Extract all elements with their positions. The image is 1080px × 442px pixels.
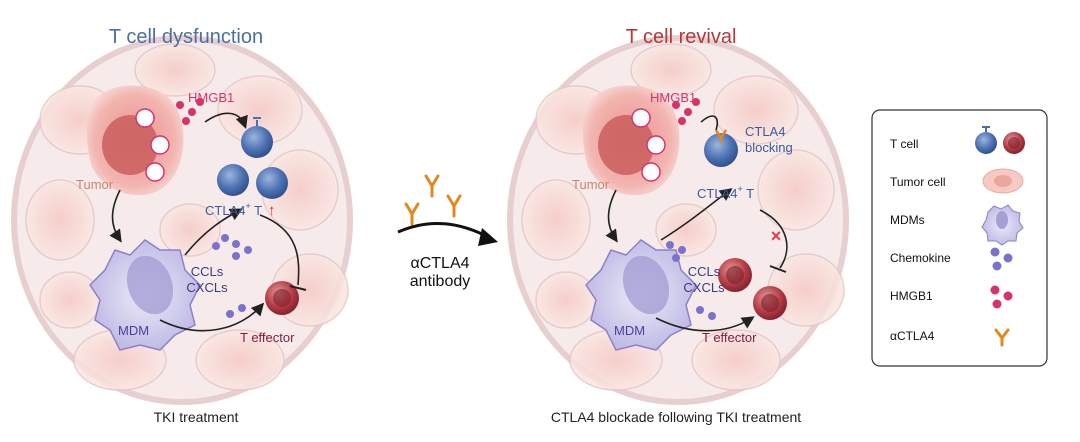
- legend-hmgb1-icon: [990, 285, 1013, 309]
- legend: T cell Tumor cell MDMs Chemokine HMGB1: [871, 109, 1048, 367]
- left-tumor-label: Tumor: [76, 177, 114, 192]
- legend-label-hmgb1: HMGB1: [890, 289, 933, 303]
- right-hmgb1-label: HMGB1: [650, 90, 696, 105]
- left-chemokines: [212, 234, 252, 318]
- right-t-effector-cells: [718, 258, 787, 320]
- left-ctla4-label: CTLA4+ T: [205, 201, 262, 218]
- right-tumor-label: Tumor: [572, 177, 610, 192]
- legend-t-cell-icon: [975, 126, 1025, 154]
- middle-label-line1: αCTLA4: [410, 255, 469, 272]
- legend-label-chemokine: Chemokine: [890, 251, 951, 265]
- right-ccls-label: CCLs: [688, 264, 721, 279]
- right-hmgb1-vesicles: [631, 98, 700, 182]
- middle-antibody-group: αCTLA4 antibody: [397, 174, 498, 290]
- middle-label-line2: antibody: [410, 273, 471, 290]
- legend-tumor-cell-icon: [982, 168, 1024, 194]
- right-ctla4-blocking-line2: blocking: [745, 140, 793, 155]
- left-hmgb1-vesicles: [135, 98, 204, 182]
- right-arrows: [605, 115, 788, 332]
- left-ctla4-t-cells: [217, 117, 288, 199]
- right-mdm-label: MDM: [614, 323, 645, 338]
- left-up-arrow: ↑: [268, 202, 276, 219]
- left-mdm-label: MDM: [118, 323, 149, 338]
- right-title: T cell revival: [626, 26, 737, 48]
- antibody-icons: [404, 174, 462, 226]
- middle-arrow-shaft: [397, 221, 491, 240]
- left-title: T cell dysfunction: [109, 26, 263, 48]
- right-panel: T cell revival HMGB1 Tumor CTLA4 blockin…: [507, 26, 849, 425]
- right-caption: CTLA4 blockade following TKI treatment: [551, 409, 801, 425]
- right-tumor-nucleus: [598, 115, 654, 175]
- legend-label-actla4: αCTLA4: [890, 329, 935, 343]
- legend-label-tumor-cell: Tumor cell: [890, 175, 946, 189]
- left-panel: T cell dysfunction HMGB1 Tumor CTLA4+ T …: [11, 26, 353, 425]
- legend-chemokine-icon: [990, 247, 1013, 271]
- left-t-effector-label: T effector: [240, 330, 295, 345]
- left-t-effector-cell: [265, 281, 299, 315]
- right-mdm-cell: [585, 239, 697, 351]
- right-ctla4-blocking-line1: CTLA4: [745, 124, 785, 139]
- legend-antibody-icon: [994, 328, 1010, 347]
- legend-label-mdms: MDMs: [890, 213, 925, 227]
- middle-arrow-head: [478, 228, 498, 246]
- right-cxcls-label: CXCLs: [683, 280, 725, 295]
- left-arrows: [109, 112, 307, 332]
- left-ccls-label: CCLs: [191, 264, 224, 279]
- right-ctla4-label: CTLA4+ T: [697, 184, 754, 201]
- right-chemokines: [666, 241, 716, 320]
- right-ctla4-t-cell: [704, 129, 738, 167]
- left-cxcls-label: CXCLs: [186, 280, 228, 295]
- left-tumor-nucleus: [102, 115, 158, 175]
- left-mdm-cell: [89, 239, 201, 351]
- legend-mdm-icon: [981, 204, 1024, 246]
- legend-label-t-cell: T cell: [890, 137, 918, 151]
- right-blocked-mark: ×: [771, 226, 782, 246]
- left-caption: TKI treatment: [154, 409, 239, 425]
- left-hmgb1-label: HMGB1: [188, 90, 234, 105]
- right-t-effector-label: T effector: [702, 330, 757, 345]
